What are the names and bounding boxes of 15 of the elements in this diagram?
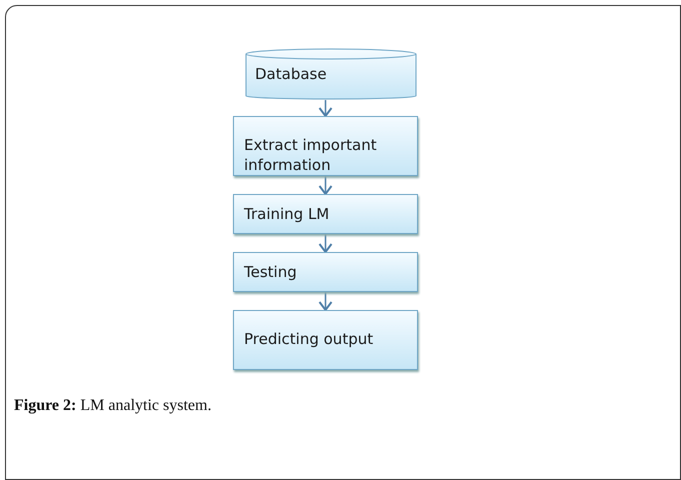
node-label: Testing bbox=[244, 262, 298, 282]
arrow bbox=[318, 234, 332, 253]
node-label: Training LM bbox=[244, 204, 330, 224]
process-box bbox=[233, 310, 418, 370]
node-label: Database bbox=[255, 64, 328, 84]
process-box bbox=[233, 116, 418, 176]
arrow bbox=[318, 100, 332, 117]
figure-caption: Figure 2: LM analytic system. bbox=[14, 397, 212, 415]
node-label: Predicting output bbox=[244, 329, 374, 349]
process-box bbox=[233, 252, 418, 292]
arrow bbox=[318, 292, 332, 311]
process-box bbox=[233, 194, 418, 234]
arrow bbox=[318, 176, 332, 195]
database-cylinder bbox=[245, 48, 417, 100]
node-label: Extract important information bbox=[244, 135, 378, 175]
